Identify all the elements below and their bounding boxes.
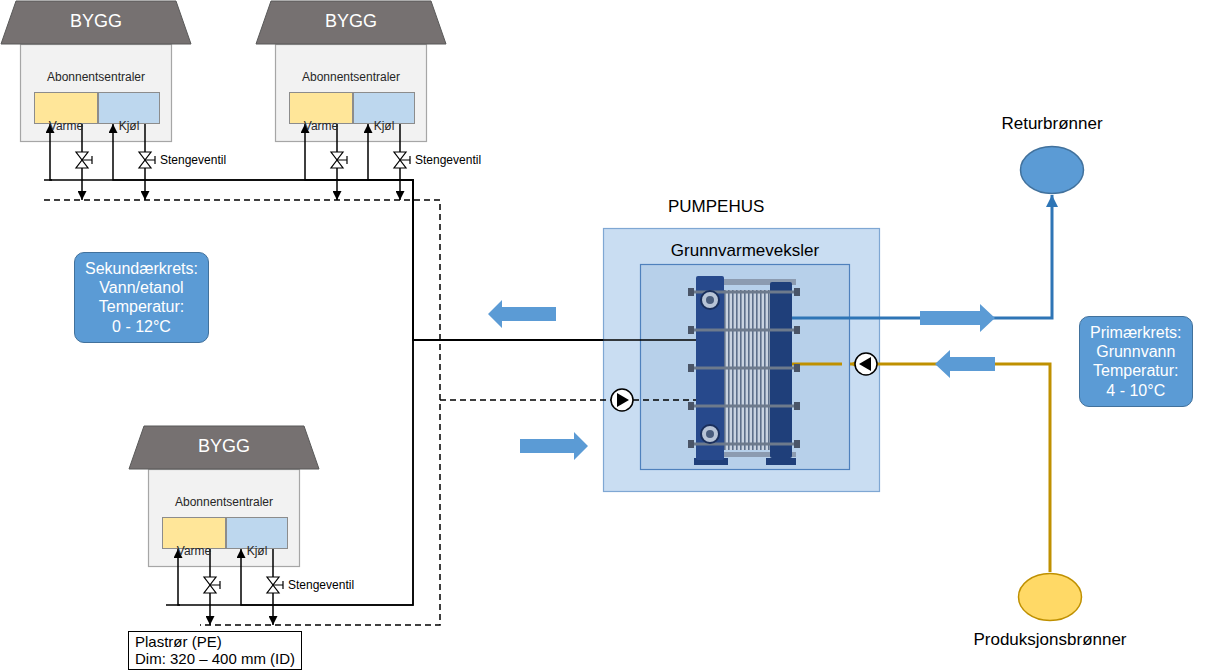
- heating-unit: Varme: [34, 92, 98, 124]
- node-text: Varme: [290, 119, 352, 133]
- cooling-unit: Kjøl: [353, 92, 415, 124]
- pipe-connector: [178, 340, 603, 605]
- supply-pipe: [44, 180, 697, 605]
- pump-house-fill: [604, 229, 880, 492]
- pipe-connector: [850, 364, 1050, 572]
- node-text: Grunnvann: [1096, 342, 1175, 361]
- well-shape: [1019, 145, 1085, 195]
- info-box: Primærkrets:GrunnvannTemperatur:4 - 10°C: [1079, 316, 1193, 407]
- valve-label: Stengeventil: [160, 153, 226, 167]
- return-well: Returbrønner: [1019, 145, 1085, 195]
- substation-box: AbonnentsentralerVarmeKjøl: [275, 44, 427, 142]
- node-text: Temperatur:: [1093, 361, 1178, 380]
- flow-arrow: [520, 432, 588, 460]
- pipe-connector: [305, 124, 603, 340]
- heat-exchanger-box-fill: [641, 265, 850, 470]
- node-text: Dim: 320 – 400 mm (ID): [135, 650, 295, 667]
- pump-symbol: [855, 353, 877, 375]
- return-well-pipe: [792, 317, 850, 320]
- node-text: Abonnentsentraler: [275, 70, 427, 84]
- node-text: Varme: [163, 544, 225, 558]
- substation-box-fill: [276, 45, 427, 142]
- node-text: Produksjonsbrønner: [973, 630, 1126, 650]
- substation-box: AbonnentsentralerVarmeKjøl: [20, 44, 172, 142]
- valve-label: Stengeventil: [288, 578, 354, 592]
- node-text: BYGG: [128, 436, 320, 457]
- node-text: Plastrør (PE): [135, 633, 295, 650]
- flow-arrow: [935, 350, 995, 378]
- node-text: 0 - 12°C: [112, 317, 171, 336]
- node-text: Vann/etanol: [99, 278, 183, 297]
- heat-exchanger-box: Grunnvarmeveksler: [640, 264, 850, 470]
- branch-pipes: [76, 124, 410, 625]
- info-box: Sekundærkrets:Vann/etanolTemperatur:0 - …: [74, 252, 209, 343]
- flow-arrow: [920, 304, 995, 332]
- pump-house: PUMPEHUSGrunnvarmeveksler: [603, 228, 880, 492]
- pipe-connector: [50, 124, 603, 340]
- node-text: Sekundærkrets:: [85, 259, 198, 278]
- return-pipe: [44, 200, 697, 625]
- note-box: Plastrør (PE)Dim: 320 – 400 mm (ID): [128, 631, 302, 670]
- cooling-unit: Kjøl: [226, 517, 288, 549]
- node-text: Returbrønner: [1001, 114, 1102, 134]
- production-well: Produksjonsbrønner: [1017, 572, 1083, 622]
- cooling-unit: Kjøl: [98, 92, 160, 124]
- flow-arrow: [488, 300, 556, 328]
- node-text: Primærkrets:: [1090, 323, 1182, 342]
- node-text: Grunnvarmeveksler: [640, 241, 850, 261]
- substation-box-fill: [149, 470, 300, 567]
- node-text: Kjøl: [354, 119, 414, 133]
- building: BYGG AbonnentsentralerVarmeKjøl: [255, 0, 447, 142]
- valve-label: Stengeventil: [415, 153, 481, 167]
- pipe-connector: [368, 124, 603, 340]
- node-text: Abonnentsentraler: [148, 495, 300, 509]
- pipe-connector: [850, 195, 1052, 318]
- node-text: Abonnentsentraler: [20, 70, 172, 84]
- heating-unit: Varme: [162, 517, 226, 549]
- heating-unit: Varme: [289, 92, 353, 124]
- building: BYGG AbonnentsentralerVarmeKjøl: [0, 0, 192, 142]
- node-text: Kjøl: [227, 544, 287, 558]
- building: BYGG AbonnentsentralerVarmeKjøl: [128, 425, 320, 567]
- node-text: Temperatur:: [99, 297, 184, 316]
- substation-box: AbonnentsentralerVarmeKjøl: [148, 469, 300, 567]
- well-shape: [1017, 572, 1083, 622]
- node-text: Varme: [35, 119, 97, 133]
- pump-symbol: [611, 389, 633, 411]
- substation-box-fill: [21, 45, 172, 142]
- node-text: Kjøl: [99, 119, 159, 133]
- plate-heat-exchanger: [688, 276, 800, 465]
- pipe-connector: [241, 340, 603, 605]
- node-text: BYGG: [255, 11, 447, 32]
- node-text: 4 - 10°C: [1106, 381, 1165, 400]
- node-text: PUMPEHUS: [668, 197, 764, 217]
- node-text: BYGG: [0, 11, 192, 32]
